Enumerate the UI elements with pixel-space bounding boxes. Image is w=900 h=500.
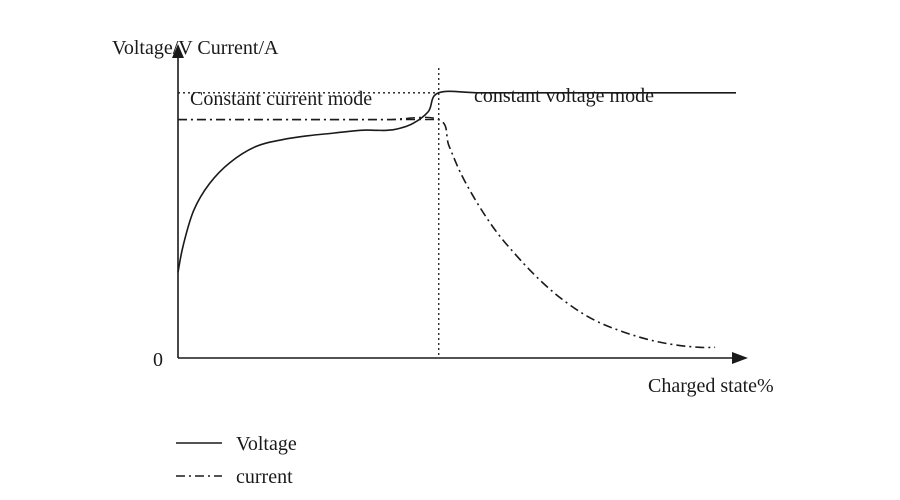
series-line-voltage bbox=[177, 90, 736, 273]
chart-lines bbox=[177, 68, 736, 358]
chart-axes bbox=[172, 44, 748, 364]
y-axis-label: Voltage/V Current/A bbox=[112, 37, 279, 59]
x-axis-label: Charged state% bbox=[648, 375, 774, 397]
region-label-constant-current: Constant current mode bbox=[190, 88, 372, 110]
region-label-constant-voltage: constant voltage mode bbox=[474, 85, 654, 107]
legend-current-label: current bbox=[236, 466, 293, 488]
y-axis-zero-label: 0 bbox=[153, 349, 163, 371]
legend: Voltage current bbox=[176, 433, 297, 488]
x-axis-arrow-icon bbox=[732, 352, 748, 364]
y-axis-arrow-icon bbox=[172, 44, 184, 58]
series-line-current bbox=[178, 116, 716, 349]
legend-voltage-label: Voltage bbox=[236, 433, 297, 455]
